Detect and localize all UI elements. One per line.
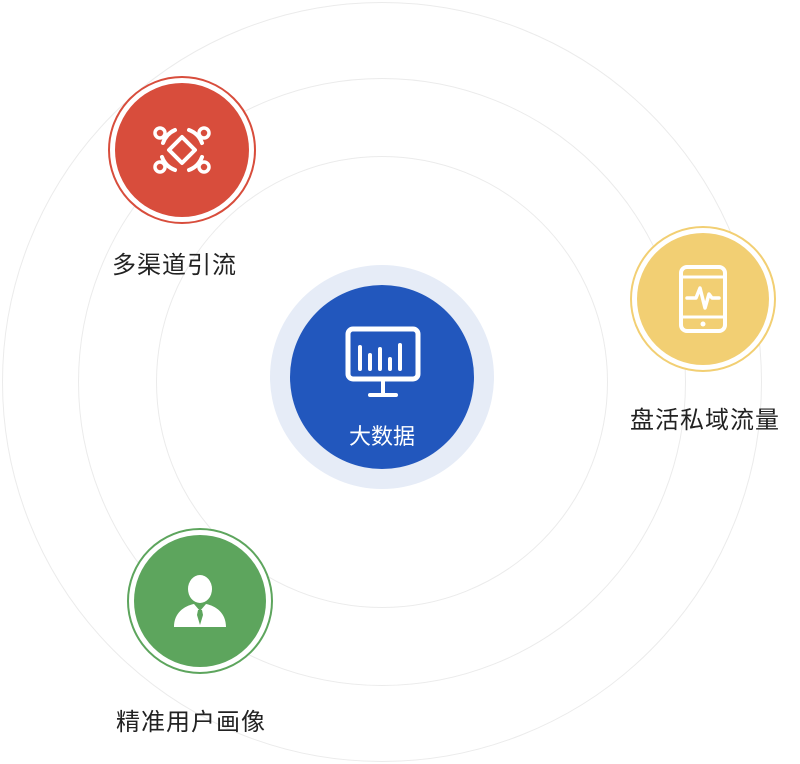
phone-pulse-icon xyxy=(675,264,731,334)
node-user-profile[interactable] xyxy=(127,528,273,674)
node-user-profile-disc xyxy=(134,535,266,667)
user-tie-icon xyxy=(168,569,232,633)
node-private-traffic-disc xyxy=(637,233,769,365)
monitor-chart-icon xyxy=(344,325,422,401)
center-hub[interactable]: 大数据 xyxy=(290,285,474,469)
orbit-ring-middle xyxy=(78,78,686,686)
node-user-profile-label: 精准用户画像 xyxy=(116,708,266,736)
orbit-ring-inner xyxy=(156,156,608,608)
node-private-traffic[interactable] xyxy=(630,226,776,372)
orbit-ring-outer xyxy=(2,2,762,762)
node-multichannel-label: 多渠道引流 xyxy=(112,251,237,279)
node-private-traffic-label: 盘活私域流量 xyxy=(630,406,780,434)
node-multichannel-disc xyxy=(115,83,249,217)
node-multichannel[interactable] xyxy=(108,76,256,224)
center-hub-label: 大数据 xyxy=(348,425,415,450)
diamond-network-icon xyxy=(149,117,215,183)
